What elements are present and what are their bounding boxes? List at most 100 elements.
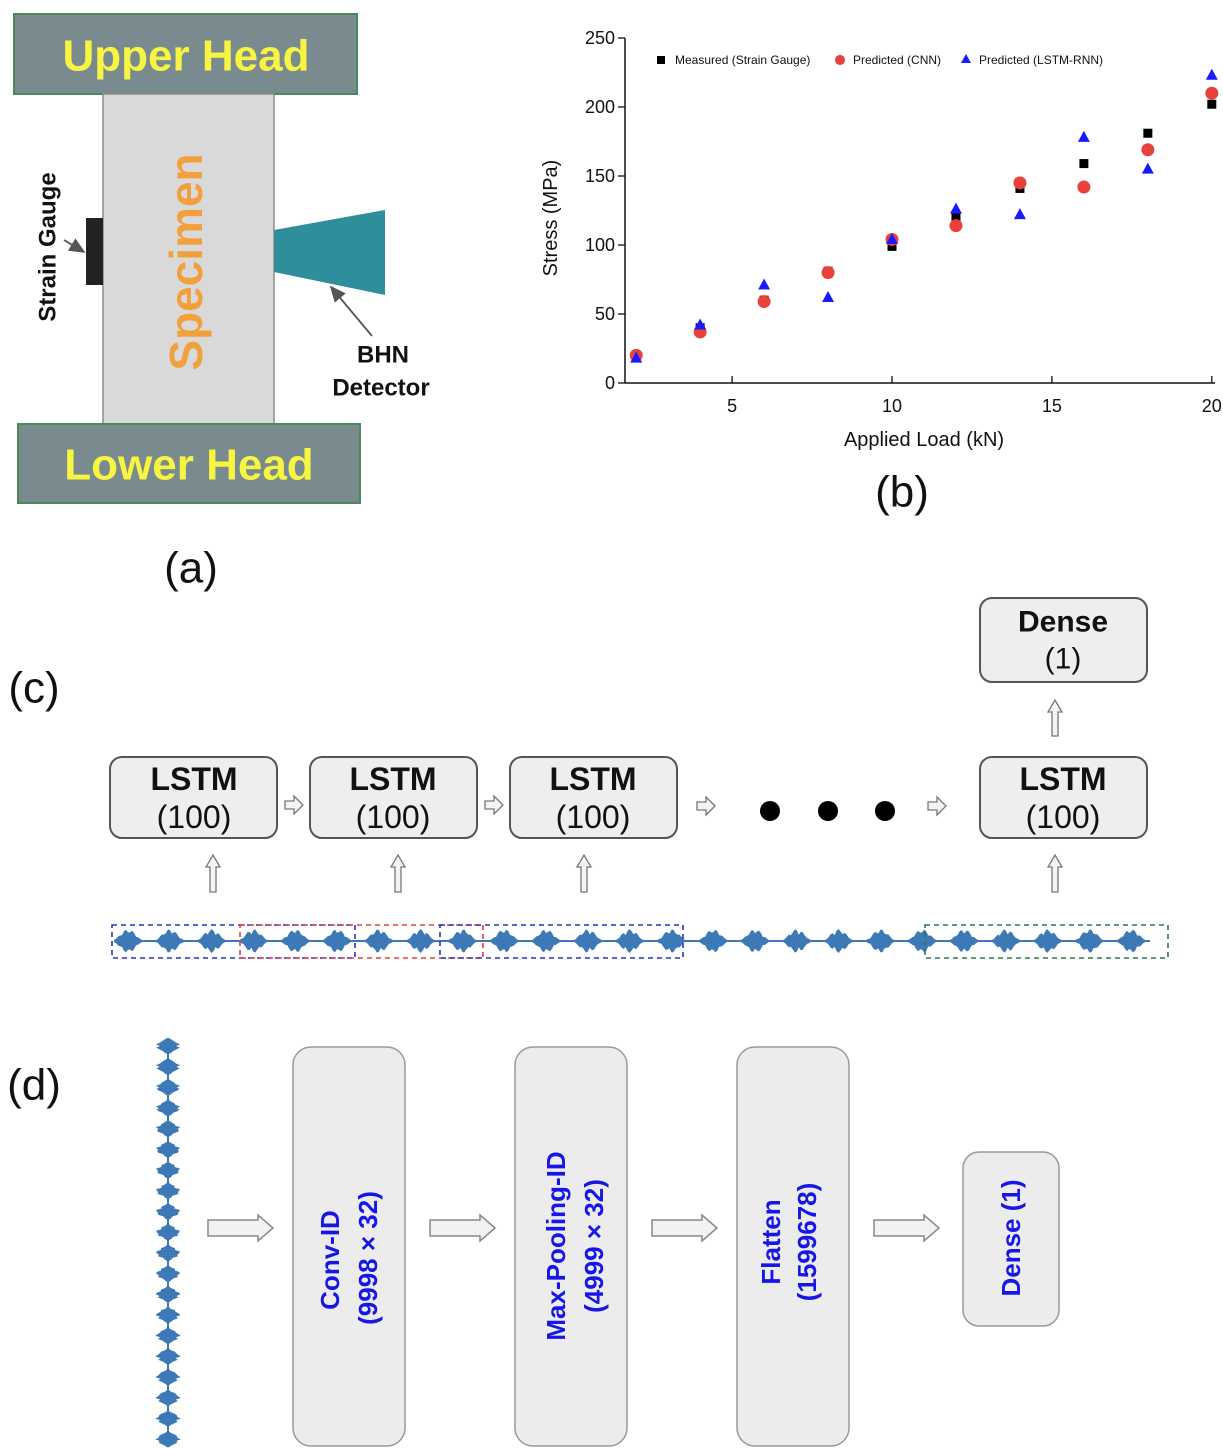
dense-layer-box [962, 1151, 1060, 1327]
right-arrow [429, 1213, 497, 1243]
signal-burst [323, 929, 351, 953]
signal-burst [406, 929, 435, 953]
signal-burst [699, 929, 728, 953]
signal-burst [490, 929, 519, 953]
signal-burst [156, 1224, 180, 1241]
conv-layer-box [292, 1046, 406, 1447]
dense-block: Dense (1) [979, 597, 1148, 683]
data-point-circle [1013, 176, 1027, 190]
panel-d-label: (d) [7, 1061, 61, 1110]
lstm-block-title: LSTM [150, 761, 237, 797]
ellipsis-dot [760, 801, 780, 821]
signal-burst [155, 1100, 181, 1117]
dense-block-box [979, 597, 1148, 683]
x-tick-label: 10 [882, 396, 902, 416]
panel-c-label: (c) [8, 664, 59, 713]
signal-burst [156, 1203, 180, 1220]
maxpool-layer-block: Max-Pooling-ID (4999 × 32) [514, 1046, 628, 1447]
dense-block-title: Dense [1018, 606, 1108, 639]
data-point-square [887, 241, 897, 251]
legend-marker-lstm [961, 54, 971, 63]
panel-d: (d) Conv-ID (9998 × 32) Max-Pooling-ID (… [7, 1038, 1060, 1448]
signal-waveform [114, 929, 1150, 953]
data-point-circle [1077, 180, 1091, 194]
chart-marks [629, 68, 1219, 363]
data-point-circle [821, 266, 835, 280]
lstm-block-units: (100) [356, 799, 431, 835]
y-tick-label: 250 [585, 28, 615, 48]
data-point-triangle [630, 351, 643, 363]
legend-label-lstm: Predicted (LSTM-RNN) [979, 53, 1103, 67]
right-arrow [284, 794, 304, 816]
lstm-block-units: (100) [1026, 799, 1101, 835]
flatten-layer-name: Flatten [756, 1199, 786, 1284]
up-arrow [575, 853, 593, 893]
flatten-layer-block: Flatten (1599678) [736, 1046, 850, 1447]
bhn-detector-label-line1: BHN [357, 342, 409, 369]
lstm-block-box [509, 756, 678, 839]
data-point-square [951, 212, 961, 222]
data-point-circle [949, 219, 963, 233]
right-arrow [484, 794, 504, 816]
signal-burst [197, 929, 226, 953]
specimen-label: Specimen [160, 153, 212, 370]
signal-burst [114, 929, 142, 953]
signal-burst [1075, 929, 1104, 953]
signal-burst [155, 1348, 181, 1365]
strain-gauge-label: Strain Gauge [35, 172, 62, 321]
signal-burst [991, 929, 1020, 953]
lstm-block: LSTM (100) [509, 756, 678, 839]
signal-burst [155, 1410, 181, 1427]
data-point-circle [1205, 86, 1219, 100]
signal-burst [155, 1120, 181, 1137]
x-tick-label: 15 [1042, 396, 1062, 416]
specimen-label-group: Specimen [160, 153, 212, 370]
signal-burst [782, 929, 811, 953]
bhn-detector-label-line2: Detector [332, 375, 429, 402]
upper-head-label: Upper Head [63, 32, 310, 81]
strain-gauge-pointer [63, 238, 86, 253]
data-point-triangle [949, 202, 962, 214]
data-point-square [1207, 99, 1217, 109]
data-point-triangle [1077, 130, 1090, 142]
signal-burst [573, 929, 602, 953]
data-point-triangle [886, 232, 899, 244]
legend-label-cnn: Predicted (CNN) [853, 53, 941, 67]
lstm-block-units: (100) [556, 799, 631, 835]
signal-burst [155, 1038, 181, 1054]
panel-a-label: (a) [164, 544, 218, 593]
dense-layer-name: Dense (1) [996, 1179, 1026, 1296]
signal-burst [155, 1182, 181, 1199]
series-triangle [630, 68, 1218, 363]
signal-burst [1033, 929, 1062, 953]
conv-layer-shape: (9998 × 32) [353, 1191, 383, 1325]
signal-waveform-vertical [155, 1038, 181, 1448]
strain-gauge [86, 218, 103, 285]
bhn-detector [274, 210, 385, 295]
data-point-square [1143, 128, 1153, 138]
right-arrow [873, 1213, 941, 1243]
lstm-block-title: LSTM [549, 761, 636, 797]
y-axis-label: Stress (MPa) [540, 160, 562, 277]
signal-burst [156, 1245, 180, 1261]
bhn-detector-pointer [329, 285, 373, 337]
conv-layer-block: Conv-ID (9998 × 32) [292, 1046, 406, 1447]
lower-head-label: Lower Head [64, 441, 313, 490]
data-point-triangle [758, 278, 771, 290]
up-arrow [1046, 698, 1064, 737]
signal-burst [155, 1141, 181, 1158]
signal-burst [364, 929, 393, 953]
strain-gauge-label-group: Strain Gauge [35, 172, 62, 321]
ellipsis-dot [818, 801, 838, 821]
signal-burst [824, 929, 853, 953]
signal-burst [908, 929, 937, 953]
signal-burst [155, 1369, 181, 1386]
data-point-square [1079, 159, 1089, 169]
specimen [102, 93, 275, 425]
signal-burst [155, 1286, 181, 1303]
right-arrow [651, 1213, 719, 1243]
signal-burst [155, 1162, 181, 1179]
lstm-block-title: LSTM [349, 761, 436, 797]
